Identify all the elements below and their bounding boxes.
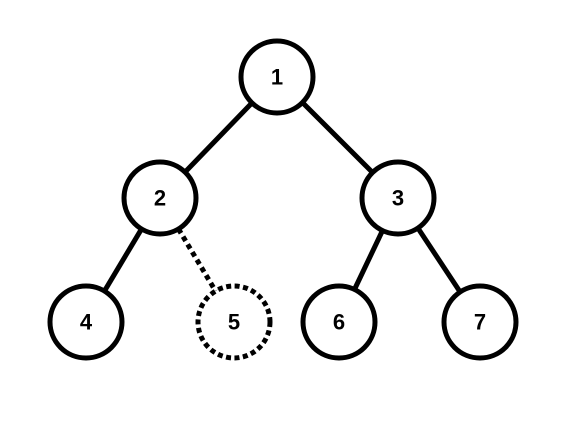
tree-node-1: 1 bbox=[238, 38, 316, 116]
node-label-5: 5 bbox=[228, 310, 240, 335]
node-circle-7 bbox=[441, 283, 519, 361]
node-circle-6 bbox=[300, 283, 378, 361]
node-label-3: 3 bbox=[392, 186, 404, 211]
node-circle-5 bbox=[195, 283, 273, 361]
edge-3-6 bbox=[352, 229, 385, 291]
node-circle-3 bbox=[359, 159, 437, 237]
node-label-2: 2 bbox=[154, 186, 166, 211]
edge-1-3 bbox=[300, 100, 375, 175]
tree-node-5: 5 bbox=[195, 283, 273, 361]
node-circle-1 bbox=[238, 38, 316, 116]
tree-node-2: 2 bbox=[121, 159, 199, 237]
tree-node-4: 4 bbox=[47, 283, 125, 361]
edge-2-4 bbox=[102, 227, 144, 293]
tree-edges bbox=[102, 100, 463, 294]
tree-nodes: 1 2 3 4 5 6 7 bbox=[47, 38, 519, 361]
tree-node-3: 3 bbox=[359, 159, 437, 237]
tree-node-7: 7 bbox=[441, 283, 519, 361]
node-label-7: 7 bbox=[474, 310, 486, 335]
edge-3-7 bbox=[415, 226, 463, 294]
tree-node-6: 6 bbox=[300, 283, 378, 361]
node-label-6: 6 bbox=[333, 310, 345, 335]
node-circle-2 bbox=[121, 159, 199, 237]
edge-1-2 bbox=[183, 101, 254, 174]
node-label-1: 1 bbox=[271, 65, 283, 90]
node-circle-4 bbox=[47, 283, 125, 361]
node-label-4: 4 bbox=[80, 310, 93, 335]
edge-2-5 bbox=[176, 227, 218, 293]
